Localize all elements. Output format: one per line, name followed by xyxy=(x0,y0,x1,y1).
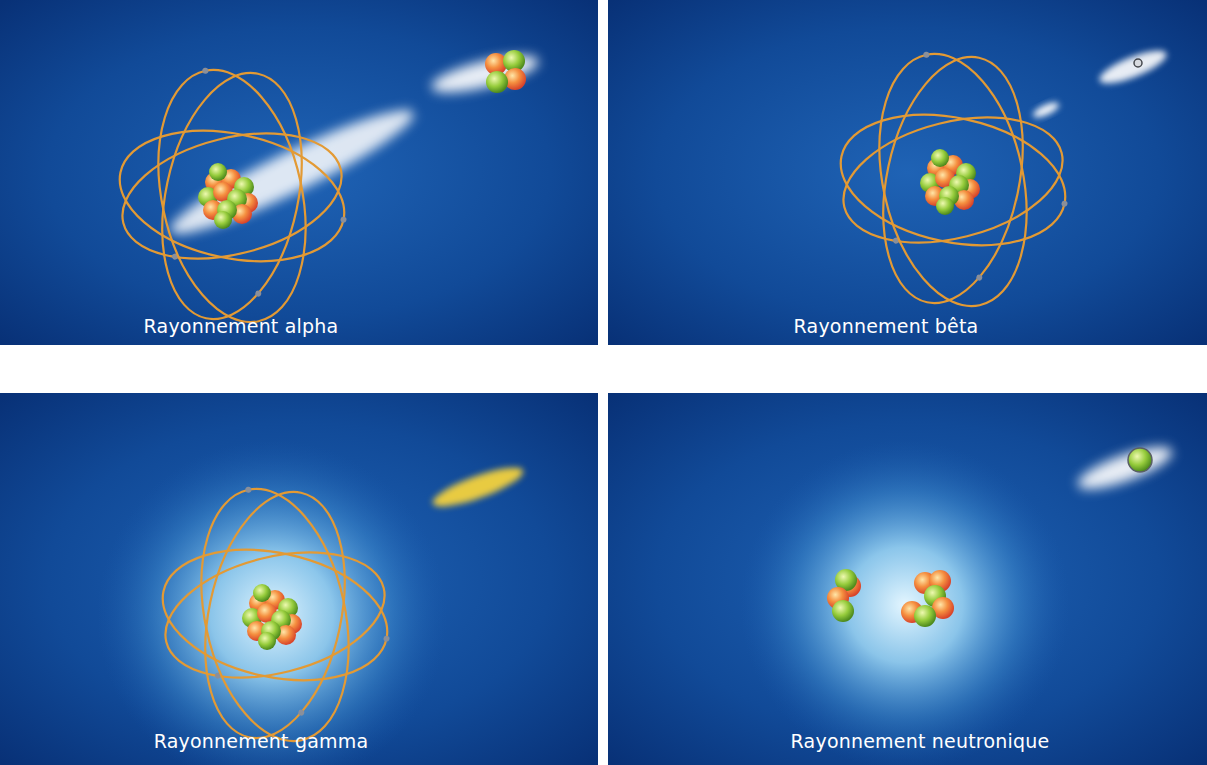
motion-streak xyxy=(1096,44,1170,90)
nucleus xyxy=(242,584,302,650)
panel-caption: Rayonnement neutronique xyxy=(791,729,1050,753)
beta-electron xyxy=(1134,59,1142,67)
panel-caption: Rayonnement alpha xyxy=(144,314,339,338)
fission-fragment xyxy=(901,570,954,627)
electron-orbits xyxy=(108,53,360,335)
panel-caption: Rayonnement gamma xyxy=(154,729,369,753)
motion-streak xyxy=(1031,100,1061,121)
panel-ground xyxy=(0,0,598,345)
fission-fragment xyxy=(827,569,861,622)
neutron xyxy=(832,600,854,622)
motion-streak xyxy=(428,48,541,100)
radiation-panel: Rayonnement alpha xyxy=(0,0,598,345)
alpha-particle xyxy=(485,50,526,93)
panel-caption: Rayonnement bêta xyxy=(794,314,979,338)
electron-orbits xyxy=(151,472,403,754)
radiation-panel: Rayonnement gamma xyxy=(0,393,598,765)
free-neutron xyxy=(1128,448,1152,472)
radiation-panel: Rayonnement bêta xyxy=(608,0,1207,345)
panel-ground xyxy=(608,0,1207,345)
gamma-photon xyxy=(429,460,527,514)
energy-glow xyxy=(740,440,1070,765)
energy-glow xyxy=(97,440,447,765)
radiation-panel: Rayonnement neutronique xyxy=(608,393,1207,765)
nucleus xyxy=(920,149,980,215)
motion-streak xyxy=(1074,439,1177,498)
neutron xyxy=(914,605,936,627)
nucleus xyxy=(198,163,258,229)
electron-orbits xyxy=(829,37,1081,319)
